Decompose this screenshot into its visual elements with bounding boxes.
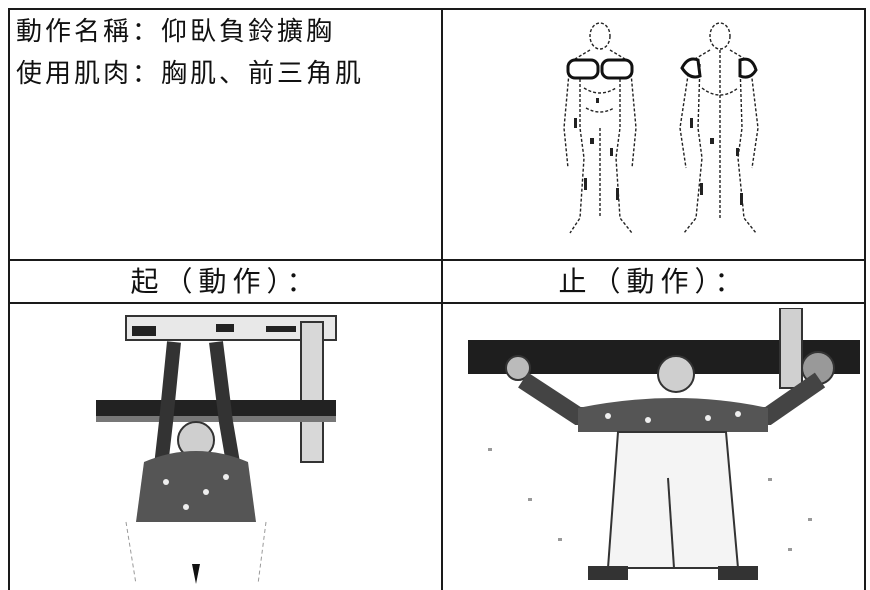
exercise-name: 動作名稱：仰臥負鈴擴胸	[16, 17, 336, 47]
end-caption: 止（動作）：	[558, 265, 749, 298]
grid-top-border	[8, 8, 866, 10]
back-body-figure	[679, 22, 759, 234]
grid-row-divider-1	[8, 259, 866, 261]
front-body-shading	[574, 98, 619, 200]
back-body-shading	[690, 118, 743, 205]
front-body-figure	[563, 22, 637, 234]
front-chest-highlight	[566, 58, 634, 80]
grid-left-border	[8, 8, 10, 590]
back-shoulder-highlight	[680, 57, 758, 79]
muscles-used: 使用肌肉：胸肌、前三角肌	[16, 59, 365, 89]
start-position-photo	[96, 315, 337, 584]
start-caption: 起（動作）：	[130, 265, 321, 298]
anatomy-figure	[563, 22, 759, 234]
grid-row-divider-2	[8, 302, 866, 304]
grid-right-border	[864, 8, 866, 590]
grid-middle-divider	[441, 8, 443, 590]
end-position-photo	[468, 308, 860, 580]
